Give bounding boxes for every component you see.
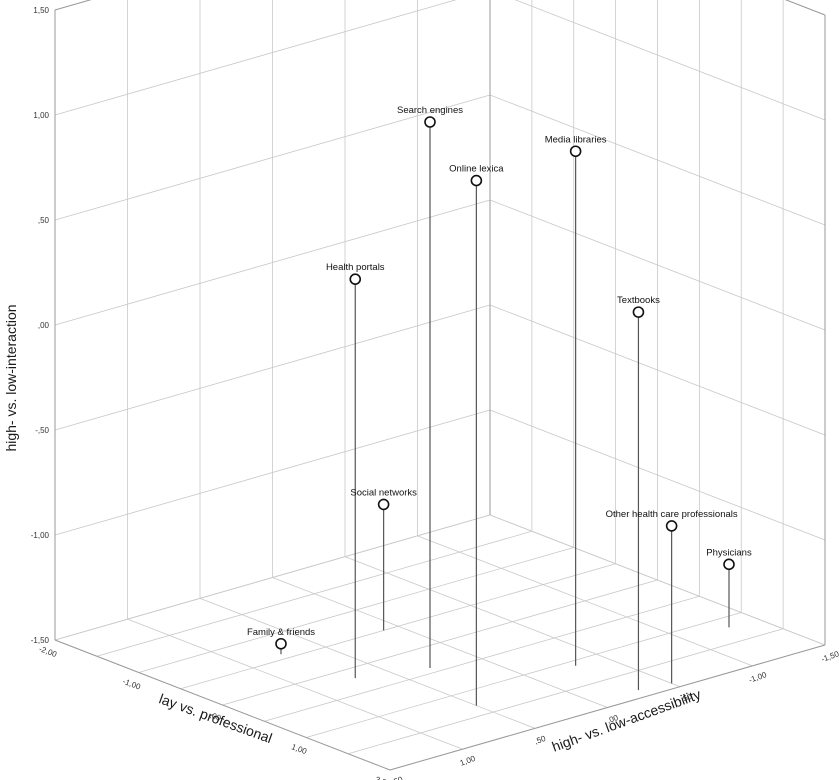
data-point-marker [349, 273, 362, 285]
z-tick-label: -1,00 [31, 531, 50, 540]
x-tick-label: -1,00 [121, 677, 142, 692]
z-axis-title: high- vs. low-interaction [3, 304, 19, 451]
y-tick-label: -1,50 [820, 649, 839, 664]
data-point-label: Textbooks [617, 295, 660, 306]
data-point-marker [569, 145, 582, 158]
y-axis-title: high- vs. low-accessibility [550, 686, 703, 755]
right-wall-grid-line [489, 199, 826, 331]
left-wall-grid-line [54, 94, 491, 221]
data-point-marker [723, 558, 735, 571]
y-tick-label: 1,00 [459, 754, 477, 768]
y-tick-label: 1,50 [386, 775, 404, 780]
left-wall-grid-line [54, 514, 491, 641]
data-point-marker [377, 498, 390, 511]
right-wall-grid-line [489, 514, 826, 646]
y-tick-label: ,00 [606, 713, 620, 725]
data-point-marker [632, 306, 645, 318]
frame-layer [54, 0, 826, 771]
data-point-label: Online lexica [449, 164, 504, 175]
right-wall-grid-line [489, 94, 826, 226]
left-wall-grid-line [54, 0, 457, 116]
x-axis-line [54, 639, 391, 771]
floor-grid-line [344, 556, 681, 688]
data-point-label: Health portals [326, 262, 385, 273]
right-wall-grid-line [489, 409, 826, 541]
left-wall-grid-line [54, 409, 491, 536]
left-wall-grid-line [54, 199, 491, 326]
data-point-marker [665, 520, 678, 532]
y-tick-label: ,50 [533, 734, 547, 746]
left-wall-grid-line [54, 304, 491, 431]
data-point-marker [424, 116, 436, 128]
x-tick-label: ,00 [209, 711, 223, 723]
x-tick-label: -2,00 [38, 644, 59, 659]
y-axis-line [389, 644, 826, 771]
floor-grid-line [127, 618, 463, 750]
z-tick-label: ,50 [38, 216, 50, 225]
z-tick-label: ,00 [38, 321, 50, 330]
data-point-label: Physicians [706, 547, 752, 558]
data-point-marker [275, 637, 287, 650]
z-tick-label: 1,50 [33, 6, 49, 15]
floor-grid-line [417, 535, 753, 667]
floor-grid-line [199, 597, 536, 729]
data-point-label: Search engines [397, 105, 463, 116]
data-point-label: Family & friends [247, 627, 315, 638]
right-wall-grid-line [514, 0, 826, 121]
data-point-label: Other health care professionals [606, 509, 738, 520]
x-tick-label: 2,00 [374, 775, 392, 780]
z-tick-label: -,50 [35, 426, 49, 435]
z-tick-label: -1,50 [31, 636, 50, 645]
z-tick-label: 1,00 [33, 111, 49, 120]
floor-grid-line [272, 577, 608, 708]
x-tick-label: 1,00 [290, 742, 308, 756]
y-tick-label: -1,00 [748, 670, 769, 685]
data-point-label: Social networks [350, 487, 417, 498]
right-wall-grid-line [489, 304, 826, 436]
data-point-marker [470, 174, 483, 187]
data-point-label: Media libraries [545, 134, 607, 145]
